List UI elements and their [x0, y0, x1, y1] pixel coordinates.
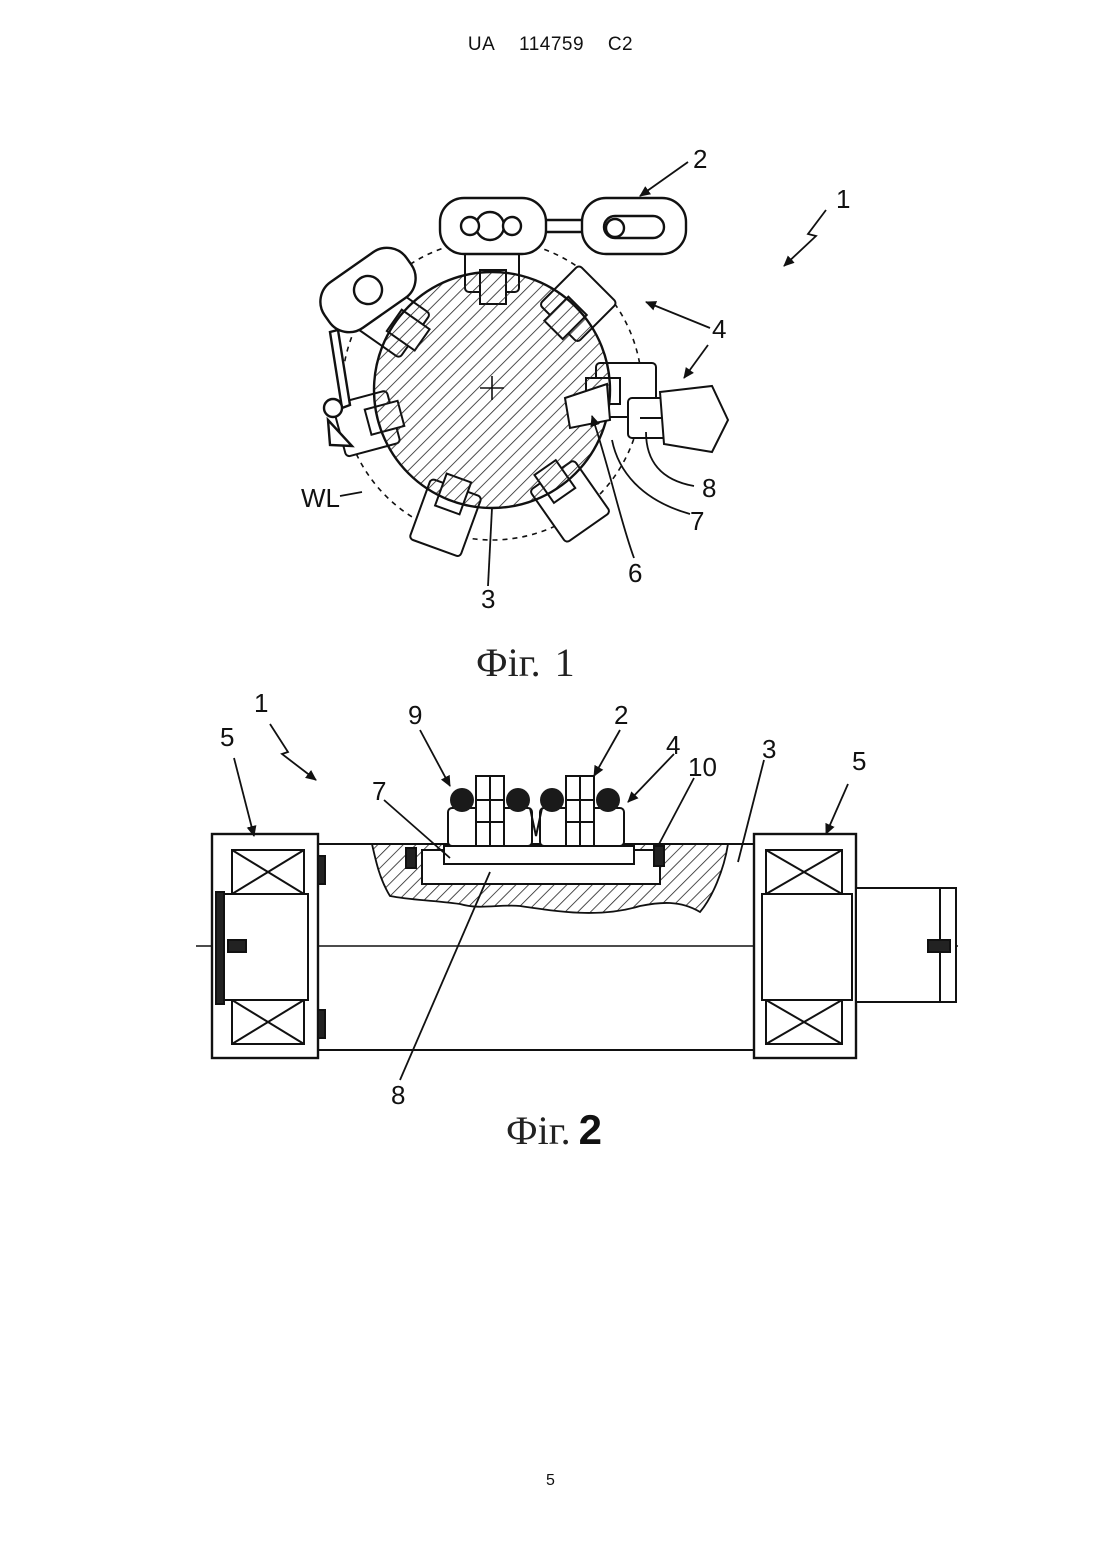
fig2-label-5-right: 5 — [852, 746, 866, 776]
fig1-label-6: 6 — [628, 558, 642, 588]
leader-1-4b — [684, 345, 708, 378]
leader-2-1 — [270, 724, 316, 780]
right-bearing-housing — [754, 834, 956, 1058]
leader-2-10 — [658, 778, 694, 846]
fig1-label-1: 1 — [836, 184, 850, 214]
leader-2-2 — [594, 730, 620, 776]
fig2-label-5-left: 5 — [220, 722, 234, 752]
fig2-label-9: 9 — [408, 700, 422, 730]
leader-1-7 — [612, 440, 690, 514]
fig2-label-4: 4 — [666, 730, 680, 760]
left-bearing-housing — [212, 834, 325, 1058]
fig2-caption-prefix: Фіг. — [506, 1108, 571, 1153]
leader-1-3 — [488, 508, 492, 586]
fig1-label-7: 7 — [690, 506, 704, 536]
figure-2-caption: Фіг. 2 — [506, 1106, 602, 1153]
page-number: 5 — [0, 1472, 1101, 1490]
fig2-label-8: 8 — [391, 1080, 405, 1110]
fig2-label-1: 1 — [254, 688, 268, 718]
fig1-label-8: 8 — [702, 473, 716, 503]
leader-2-8 — [400, 872, 490, 1080]
leader-2-5a — [234, 758, 254, 836]
figure-2 — [196, 776, 958, 1058]
fig2-label-10: 10 — [688, 752, 717, 782]
leader-1-6 — [592, 416, 634, 558]
leader-2-5b — [826, 784, 848, 834]
fig1-caption-number: 1 — [555, 640, 575, 685]
fig1-label-3: 3 — [481, 584, 495, 614]
leader-2-4 — [628, 754, 674, 802]
leader-1-4a — [646, 302, 710, 328]
fig2-caption-number: 2 — [579, 1106, 602, 1153]
fig2-label-2: 2 — [614, 700, 628, 730]
leader-1-1 — [784, 210, 826, 266]
leader-1-wl — [340, 492, 362, 496]
figure-1 — [311, 198, 728, 557]
leader-1-2 — [640, 162, 688, 196]
figure-1-caption: Фіг. 1 — [476, 640, 575, 685]
fig1-label-4: 4 — [712, 314, 726, 344]
leader-2-9 — [420, 730, 450, 786]
fig1-label-wl: WL — [301, 483, 340, 513]
fig2-label-7: 7 — [372, 776, 386, 806]
fig2-label-3: 3 — [762, 734, 776, 764]
fig1-label-2: 2 — [693, 144, 707, 174]
fig1-caption-prefix: Фіг. — [476, 640, 541, 685]
holder-plate — [444, 846, 634, 864]
